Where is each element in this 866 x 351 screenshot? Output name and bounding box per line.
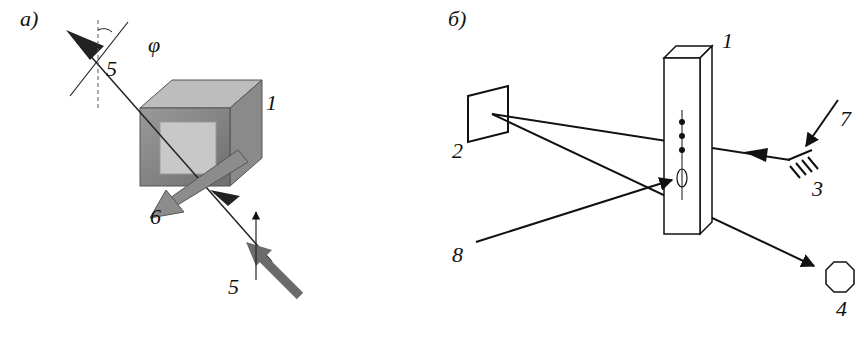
angle-label: φ: [148, 34, 160, 56]
polarization-arrow: [255, 212, 256, 280]
panel-label: б): [448, 8, 466, 30]
input-beam: [246, 242, 300, 296]
detector: [826, 262, 854, 292]
grating: [788, 150, 818, 178]
input-beam: [806, 100, 838, 146]
light-beam: [80, 44, 272, 262]
beam-arrowhead: [210, 190, 240, 206]
callout-number: 6: [150, 206, 161, 228]
callout-number: 5: [106, 58, 117, 80]
callout-number: 3: [812, 178, 823, 200]
screen: [468, 86, 508, 142]
callout-number: 1: [722, 30, 733, 52]
beam-arrowhead: [744, 148, 768, 162]
callout-number: 1: [266, 92, 277, 114]
callout-number: 5: [228, 276, 239, 298]
callout-number: 7: [840, 108, 851, 130]
callout-number: 4: [836, 298, 847, 320]
reference-line: [98, 20, 99, 108]
panel-label: а): [20, 8, 38, 30]
beam: [492, 114, 790, 160]
callout-number: 2: [452, 140, 463, 162]
beam: [492, 114, 814, 266]
output-arrow: [150, 150, 248, 218]
input-beam: [476, 180, 672, 242]
polarization-line: [70, 22, 128, 96]
crystal-plate: [664, 46, 712, 234]
callout-number: 8: [452, 244, 463, 266]
angle-arc: [98, 29, 112, 32]
